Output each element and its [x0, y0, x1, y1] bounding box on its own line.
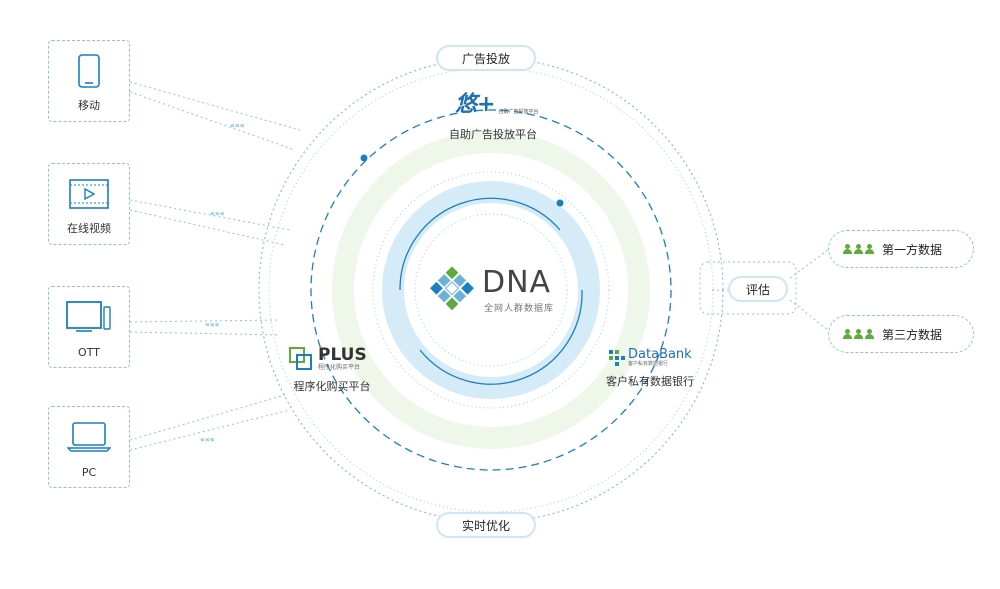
ad-delivery-pill: 广告投放 [436, 45, 536, 71]
evaluation-node[interactable]: 评估 [728, 276, 788, 302]
device-label: OTT [78, 346, 100, 359]
plus-logo-sub: 程序化购买平台 [318, 363, 361, 371]
device-label: 在线视频 [67, 222, 111, 235]
inner-ring-thick [382, 181, 600, 399]
device-online-video[interactable]: 在线视频 [48, 163, 130, 245]
inner-ring-dotted [372, 171, 610, 409]
users-icon [843, 329, 874, 339]
eval-bracket [699, 261, 797, 315]
dna-logo-text: DNA [482, 265, 552, 300]
users-icon [843, 244, 874, 254]
databank-caption: 客户私有数据银行 [606, 375, 694, 388]
first-party-data[interactable]: 第一方数据 [828, 230, 974, 268]
databank-logo-sub: 客户私有数据银行 [628, 361, 669, 367]
svg-text:«««: ««« [200, 435, 215, 444]
laptop-icon [49, 417, 129, 457]
first-party-data-label: 第一方数据 [882, 242, 943, 257]
ring-dot-1 [360, 154, 368, 162]
youjia-logo-text: 悠+ [455, 92, 496, 117]
dna-mark-icon [430, 266, 474, 311]
youjia-logo: 悠+ 自助广告投放平台 [455, 94, 538, 116]
youjia-logo-sub: 自助广告投放平台 [498, 109, 539, 115]
inner-arc-1 [399, 197, 561, 291]
plus-logo: PLUS 程序化购买平台 [288, 344, 367, 374]
device-label: 移动 [78, 99, 100, 112]
databank-logo-text: DataBank [628, 347, 692, 362]
tv-icon [49, 297, 129, 337]
evaluation-label: 评估 [745, 282, 770, 297]
plus-mark-icon [289, 347, 312, 370]
mobile-phone-icon [49, 51, 129, 91]
svg-text:«««: ««« [205, 320, 220, 329]
plus-caption: 程序化购买平台 [293, 380, 371, 393]
dna-subtitle: 全网人群数据库 [484, 304, 555, 314]
databank-logo: DataBank 客户私有数据银行 [609, 348, 692, 368]
databank-mark-icon [609, 350, 625, 366]
dna-logo: DNA 全网人群数据库 [428, 263, 560, 317]
inner-ring-thin [414, 213, 568, 367]
plus-logo-text: PLUS [318, 344, 367, 365]
video-player-icon [49, 174, 129, 214]
svg-text:«««: ««« [210, 209, 225, 218]
third-party-data[interactable]: 第三方数据 [828, 315, 974, 353]
inner-arc-2 [419, 289, 583, 385]
youjia-caption: 自助广告投放平台 [449, 128, 537, 141]
device-label: PC [81, 466, 97, 479]
device-ott[interactable]: OTT [48, 286, 130, 368]
device-mobile[interactable]: 移动 [48, 40, 130, 122]
third-party-data-label: 第三方数据 [882, 327, 943, 342]
realtime-optimization-pill: 实时优化 [436, 512, 536, 538]
ring-dot-2 [556, 199, 564, 207]
middle-ring-dashed [310, 109, 672, 471]
device-pc[interactable]: PC [48, 406, 130, 488]
svg-text:«««: ««« [230, 121, 245, 130]
green-halo-ring [332, 131, 650, 449]
